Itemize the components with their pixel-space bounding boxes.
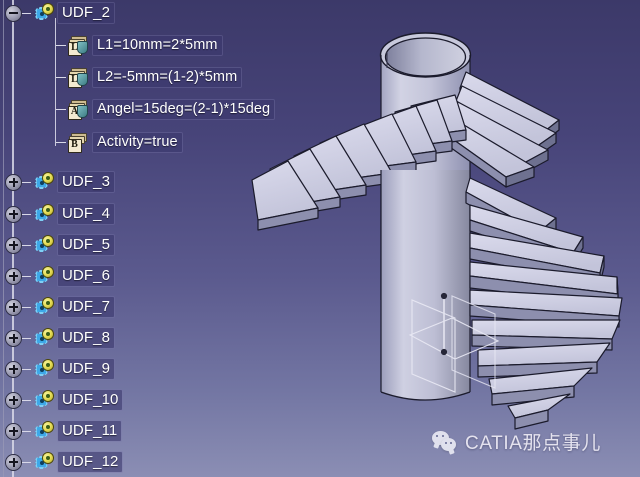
axis-system-three-planes[interactable] (408, 292, 500, 393)
tree-item-parameter-l1[interactable]: L L1=10mm=2*5mm (56, 34, 222, 56)
expand-icon[interactable] (6, 392, 21, 408)
tree-item-udf-6[interactable]: UDF_6 (6, 265, 115, 287)
expand-icon[interactable] (6, 268, 21, 284)
tree-item-label: UDF_5 (58, 235, 115, 255)
udf-gear-icon (34, 453, 53, 471)
angle-parameter-icon: A (68, 100, 88, 120)
watermark-text: CATIA那点事儿 (465, 433, 601, 454)
central-column-lower (380, 170, 471, 401)
boolean-parameter-icon: B (68, 133, 88, 153)
udf-gear-icon (34, 391, 53, 409)
tree-connector (21, 275, 31, 277)
expand-icon[interactable] (6, 237, 21, 253)
tree-item-label: UDF_12 (58, 452, 123, 472)
tree-item-udf-7[interactable]: UDF_7 (6, 296, 115, 318)
specification-tree[interactable]: UDF_2 L L1=10mm=2*5mm L L2=-5mm=(1-2)*5m… (0, 0, 330, 477)
tree-item-label: UDF_11 (58, 421, 122, 441)
expand-icon[interactable] (6, 299, 21, 315)
tree-connector (21, 337, 31, 339)
udf-gear-icon (34, 205, 53, 223)
tree-item-label: UDF_4 (58, 204, 115, 224)
tree-connector (56, 44, 66, 46)
tree-item-udf-12[interactable]: UDF_12 (6, 451, 123, 473)
tree-item-udf-5[interactable]: UDF_5 (6, 234, 115, 256)
tree-connector (21, 430, 31, 432)
tree-connector (21, 213, 31, 215)
steps-lower-right (465, 177, 623, 430)
tree-item-udf-10[interactable]: UDF_10 (6, 389, 123, 411)
tree-item-label: UDF_3 (58, 172, 115, 192)
expand-icon[interactable] (6, 174, 21, 190)
udf-gear-icon (34, 173, 53, 191)
tree-item-label: UDF_7 (58, 297, 115, 317)
udf-gear-icon (34, 267, 53, 285)
tree-connector (21, 181, 31, 183)
watermark: CATIA那点事儿 (432, 428, 601, 455)
tree-item-udf-9[interactable]: UDF_9 (6, 358, 115, 380)
expand-icon[interactable] (6, 423, 21, 439)
tree-connector (21, 244, 31, 246)
tree-item-label: Activity=true (93, 132, 182, 152)
parameter-icon-glyph: L (71, 42, 78, 53)
udf-gear-icon (34, 4, 53, 22)
length-parameter-icon: L (68, 68, 88, 88)
tree-connector (56, 108, 66, 110)
expand-icon[interactable] (6, 206, 21, 222)
tree-item-parameter-l2[interactable]: L L2=-5mm=(1-2)*5mm (56, 66, 242, 88)
parameter-icon-glyph: A (70, 106, 79, 117)
tree-connector (21, 368, 31, 370)
tree-connector (56, 141, 66, 143)
udf-gear-icon (34, 422, 53, 440)
tree-child-rail (55, 18, 56, 146)
tree-item-label: UDF_6 (58, 266, 115, 286)
tree-outer-rail (3, 0, 4, 477)
tree-connector (56, 76, 66, 78)
tree-item-parameter-activity[interactable]: B Activity=true (56, 131, 182, 153)
tree-item-udf-11[interactable]: UDF_11 (6, 420, 122, 442)
tree-connector (21, 12, 31, 14)
tree-item-label: UDF_10 (58, 390, 123, 410)
tree-item-label: L1=10mm=2*5mm (93, 35, 222, 55)
steps-upper-left (251, 94, 467, 231)
udf-gear-icon (34, 329, 53, 347)
collapse-icon[interactable] (6, 5, 21, 21)
tree-item-udf-2[interactable]: UDF_2 (6, 2, 115, 24)
length-parameter-icon: L (68, 36, 88, 56)
udf-gear-icon (34, 236, 53, 254)
tree-connector (21, 461, 31, 463)
expand-icon[interactable] (6, 361, 21, 377)
tree-item-label: L2=-5mm=(1-2)*5mm (93, 67, 242, 87)
udf-gear-icon (34, 298, 53, 316)
tree-item-label: UDF_2 (58, 3, 115, 23)
parameter-icon-glyph: L (71, 74, 78, 85)
tree-item-parameter-angel[interactable]: A Angel=15deg=(2-1)*15deg (56, 98, 275, 120)
tree-item-udf-3[interactable]: UDF_3 (6, 171, 115, 193)
udf-gear-icon (34, 360, 53, 378)
expand-icon[interactable] (6, 330, 21, 346)
wechat-icon (432, 431, 458, 452)
expand-icon[interactable] (6, 454, 21, 470)
tree-item-udf-8[interactable]: UDF_8 (6, 327, 115, 349)
steps-upper-right (439, 71, 560, 188)
tree-item-udf-4[interactable]: UDF_4 (6, 203, 115, 225)
tree-item-label: UDF_9 (58, 359, 115, 379)
tree-item-label: UDF_8 (58, 328, 115, 348)
parameter-icon-glyph: B (71, 139, 78, 150)
tree-connector (21, 399, 31, 401)
tree-connector (21, 306, 31, 308)
tree-item-label: Angel=15deg=(2-1)*15deg (93, 99, 275, 119)
